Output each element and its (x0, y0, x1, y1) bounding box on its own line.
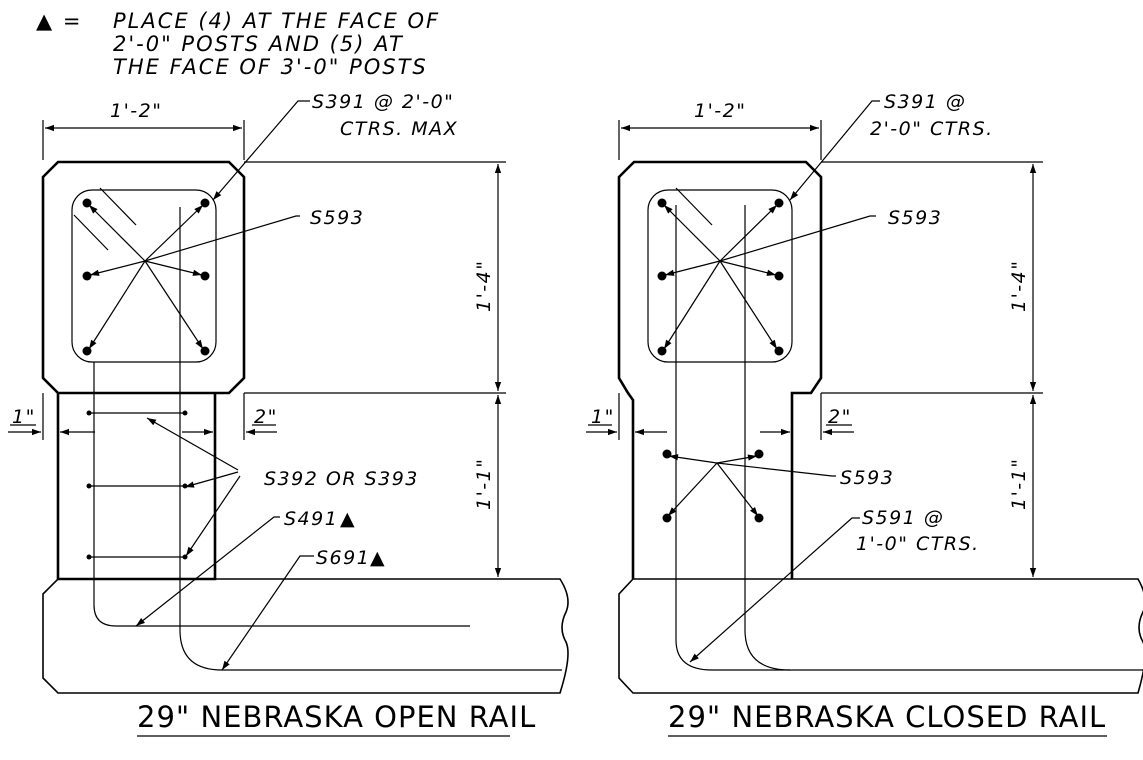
closed-s591-label-1: S591 @ (862, 507, 944, 529)
closed-stirrup-hook (675, 187, 713, 226)
open-tie-end (86, 410, 92, 416)
closed-s593-lower-arrow (668, 454, 718, 464)
closed-post-bar-dot (662, 449, 672, 459)
open-s593-arrow (89, 260, 146, 276)
closed-s593-arrow (663, 204, 721, 262)
closed-s593-lower-leader (716, 462, 836, 477)
closed-bar-s591-outer (675, 205, 1143, 671)
closed-s591-leader (689, 517, 860, 663)
closed-post-bar-dot (754, 449, 764, 459)
general-note: ▲ = PLACE (4) AT THE FACE OF 2'-0" POSTS… (36, 9, 440, 79)
closed-s391-leader (789, 100, 880, 201)
open-s391-label-2: CTRS. MAX (340, 118, 458, 140)
closed-dim-upper-label: 1'-4" (1008, 260, 1030, 313)
closed-dim-left-offset-label: 1" (591, 406, 615, 428)
open-tie-end (86, 554, 92, 560)
closed-s593-arrow (719, 260, 777, 276)
open-s691-triangle: ▲ (370, 547, 386, 569)
closed-dim-width-label: 1'-2" (694, 100, 747, 122)
open-dim-upper-label: 1'-4" (473, 260, 495, 313)
closed-dim-lower-label: 1'-1" (1008, 458, 1030, 511)
closed-s593-lower-arrow (667, 462, 718, 517)
open-bar-s691 (179, 207, 562, 671)
closed-bar-dot (657, 271, 667, 281)
open-rail-deck-outline (42, 578, 569, 694)
open-dim-lower-label: 1'-1" (473, 458, 495, 511)
open-s491-label: S491 (284, 508, 338, 530)
closed-s593-leader (719, 215, 876, 262)
open-s392-label: S392 OR S393 (264, 468, 419, 490)
closed-s591-label-2: 1'-0" CTRS. (856, 533, 980, 555)
open-bar-dot (82, 271, 92, 281)
closed-s593-lower-label: S593 (840, 467, 894, 489)
open-stirrup-hook-2 (73, 214, 109, 251)
open-rail-section: 1'-2" 1'-4" 1'-1" 1" 2" S391 @ 2'-0" CTR… (8, 91, 569, 737)
closed-post-bar-dot (754, 513, 764, 523)
open-s392-leader (184, 471, 239, 488)
open-s593-arrow (88, 204, 146, 262)
closed-rail-deck-outline (618, 578, 1143, 694)
open-stirrup-s391 (71, 189, 217, 363)
open-s392-leader (146, 417, 239, 471)
open-s391-label-1: S391 @ 2'-0" (312, 91, 454, 113)
open-s593-arrow (144, 260, 204, 350)
note-line-3: THE FACE OF 3'-0" POSTS (113, 55, 428, 79)
closed-dim-right-offset-label: 2" (828, 406, 852, 428)
closed-bar-s591-inner (744, 205, 791, 671)
open-s593-label: S593 (310, 207, 364, 229)
closed-rail-outline (617, 160, 823, 579)
closed-rail-section: 1'-2" 1'-4" 1'-1" 1" 2" S391 @ 2'-0" CTR… (586, 91, 1143, 737)
open-s691-leader (221, 555, 314, 671)
open-s593-arrow (144, 260, 203, 276)
open-s491-leader (135, 516, 280, 627)
open-rail-cap-outline (41, 160, 246, 395)
closed-s391-label-2: 2'-0" CTRS. (870, 118, 994, 140)
open-rail-title: 29" NEBRASKA OPEN RAIL (137, 700, 536, 734)
closed-s593-upper-label: S593 (888, 207, 942, 229)
closed-s593-arrow (719, 260, 778, 350)
note-line-2: 2'-0" POSTS AND (5) AT (113, 32, 404, 56)
open-s691-label: S691 (316, 547, 370, 569)
closed-s593-arrow (664, 260, 721, 276)
note-line-1: PLACE (4) AT THE FACE OF (113, 9, 440, 33)
closed-rail-title: 29" NEBRASKA CLOSED RAIL (668, 700, 1106, 734)
open-stirrup-hook-1 (99, 187, 137, 226)
open-dim-width-label: 1'-2" (110, 100, 163, 122)
closed-stirrup-s391 (647, 189, 793, 363)
closed-s593-arrow (663, 260, 721, 350)
closed-s391-label-1: S391 @ (884, 91, 966, 113)
open-bar-dot (200, 271, 210, 281)
open-s392-leader (185, 475, 241, 557)
closed-post-bar-dot (662, 513, 672, 523)
open-dim-left-offset-label: 1" (12, 406, 36, 428)
open-tie-end (86, 483, 92, 489)
open-bar-s491 (93, 362, 470, 627)
closed-s593-lower-arrow (716, 462, 759, 517)
closed-bar-dot (774, 271, 784, 281)
open-s593-arrow (144, 204, 204, 262)
open-s593-arrow (88, 260, 146, 350)
open-dim-right-offset-label: 2" (254, 406, 278, 428)
closed-s593-arrow (719, 204, 778, 262)
open-s391-leader (212, 100, 310, 201)
open-s491-triangle: ▲ (340, 508, 356, 530)
note-symbol: ▲ = (36, 9, 82, 33)
open-s593-leader (144, 215, 300, 262)
closed-s593-lower-arrow (716, 454, 758, 464)
open-tie-end (182, 410, 188, 416)
